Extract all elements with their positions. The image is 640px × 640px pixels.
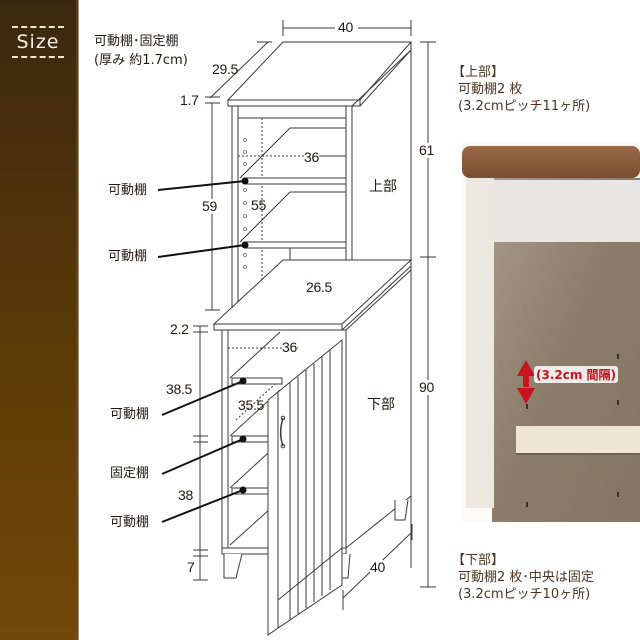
note-upper-line1: 可動棚2 枚 (458, 82, 523, 97)
dim-lower-inner-depth: 35.5 (238, 397, 265, 413)
note-lower-heading: 【下部】 (452, 553, 505, 568)
note-upper: 【上部】 可動棚2 枚 (3.2cmピッチ11ヶ所) (452, 64, 590, 115)
dim-lower-upper-space: 38.5 (166, 381, 193, 397)
note-lower: 【下部】 可動棚2 枚･中央は固定 (3.2cmピッチ10ヶ所) (452, 552, 594, 603)
dim-depth-top: 29.5 (212, 61, 239, 77)
note-lower-line1: 可動棚2 枚･中央は固定 (458, 570, 594, 585)
dim-lower-top-thickness: 2.2 (170, 321, 189, 337)
dim-upper-inner-height: 59 (202, 198, 217, 214)
callout-upper-movable-shelf-2: 可動棚 (108, 249, 148, 264)
callout-upper-movable-shelf-1: 可動棚 (108, 183, 148, 198)
dim-upper-inner-depth: 26.5 (306, 279, 333, 295)
dim-upper-height-total: 61 (419, 142, 434, 158)
size-heading: Size (16, 31, 60, 53)
shelf-pitch-photo: (3.2cm 間隔) (462, 142, 640, 522)
callout-lower-movable-shelf-1: 可動棚 (110, 407, 150, 422)
sidebar-edge (76, 0, 79, 640)
note-lower-line2: (3.2cmピッチ10ヶ所) (458, 587, 591, 602)
section-label-lower: 下部 (367, 397, 395, 413)
dim-lower-lower-space: 38 (178, 487, 193, 503)
callout-lower-movable-shelf-2: 可動棚 (110, 515, 150, 530)
shelf-note-line1: 可動棚･固定棚 (94, 34, 179, 49)
dashed-rule-top (12, 26, 64, 28)
callout-lower-fixed-shelf: 固定棚 (110, 466, 150, 481)
pitch-label: (3.2cm 間隔) (534, 366, 619, 383)
dim-upper-shelf-height: 55 (251, 197, 266, 213)
dim-width-top: 40 (336, 19, 355, 35)
dim-upper-inner-width: 36 (304, 149, 319, 165)
size-sidebar (0, 0, 78, 640)
dashed-rule-bottom (12, 56, 64, 58)
dim-top-thickness: 1.7 (180, 92, 199, 108)
shelf-note-line2: (厚み 約1.7cm) (94, 53, 188, 68)
size-heading-box: Size (10, 26, 66, 70)
note-upper-heading: 【上部】 (452, 65, 505, 80)
section-label-upper: 上部 (369, 179, 397, 195)
dim-lower-height-total: 90 (419, 379, 434, 395)
dim-lower-depth: 40 (370, 559, 385, 575)
dim-lower-inner-width: 36 (282, 339, 297, 355)
note-upper-line2: (3.2cmピッチ11ヶ所) (458, 99, 591, 114)
dim-leg-height: 7 (187, 559, 195, 575)
photo-illustration (462, 142, 640, 522)
